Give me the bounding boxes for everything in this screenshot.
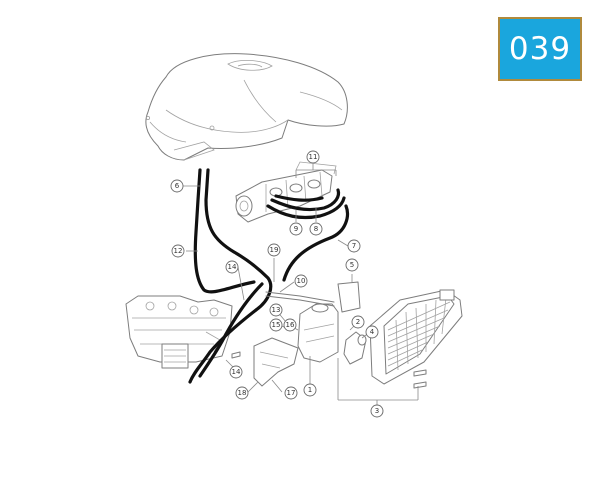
svg-text:11: 11 (309, 153, 318, 161)
callout-18: 18 (235, 386, 249, 400)
svg-text:14: 14 (232, 368, 241, 376)
callout-4: 4 (365, 325, 379, 339)
callout-2: 2 (351, 315, 365, 329)
svg-text:19: 19 (270, 246, 279, 254)
radiator (369, 289, 463, 385)
coolant-hoses (188, 168, 350, 384)
svg-text:18: 18 (238, 389, 247, 397)
fuel-tank (145, 53, 348, 161)
callout-9: 9 (289, 222, 303, 236)
svg-text:14: 14 (228, 263, 237, 271)
svg-text:1: 1 (308, 386, 312, 394)
mounting-bracket (253, 337, 299, 387)
svg-text:3: 3 (375, 407, 379, 415)
callout-14-upper: 14 (225, 260, 239, 274)
callout-1: 1 (303, 383, 317, 397)
diagram-number-badge: 039 (498, 17, 582, 81)
svg-text:9: 9 (294, 225, 298, 233)
svg-text:12: 12 (174, 247, 183, 255)
svg-text:15: 15 (272, 321, 281, 329)
callout-13: 13 (269, 303, 283, 317)
svg-text:8: 8 (314, 225, 318, 233)
breather-pipe (265, 291, 335, 307)
callout-19: 19 (267, 243, 281, 257)
svg-text:5: 5 (350, 261, 354, 269)
callout-16: 16 (283, 318, 297, 332)
expansion-tank (297, 303, 339, 363)
engine-crankcase (125, 295, 233, 369)
svg-text:7: 7 (352, 242, 356, 250)
callout-17: 17 (284, 386, 298, 400)
small-parts (231, 281, 427, 389)
svg-text:16: 16 (286, 321, 295, 329)
svg-text:4: 4 (370, 328, 375, 336)
callout-6: 6 (170, 179, 184, 193)
svg-text:6: 6 (175, 182, 180, 190)
svg-text:2: 2 (356, 318, 360, 326)
callout-14-lower: 14 (229, 365, 243, 379)
svg-text:10: 10 (297, 277, 306, 285)
callout-10: 10 (294, 274, 308, 288)
callout-15: 15 (269, 318, 283, 332)
callout-5: 5 (345, 258, 359, 272)
gasket-plate (337, 281, 361, 313)
throttle-body-assembly (235, 161, 337, 223)
callout-7: 7 (347, 239, 361, 253)
callout-3: 3 (370, 404, 384, 418)
callout-8: 8 (309, 222, 323, 236)
callout-11: 11 (306, 150, 320, 164)
svg-text:17: 17 (287, 389, 296, 397)
callout-12: 12 (171, 244, 185, 258)
svg-text:13: 13 (272, 306, 281, 314)
